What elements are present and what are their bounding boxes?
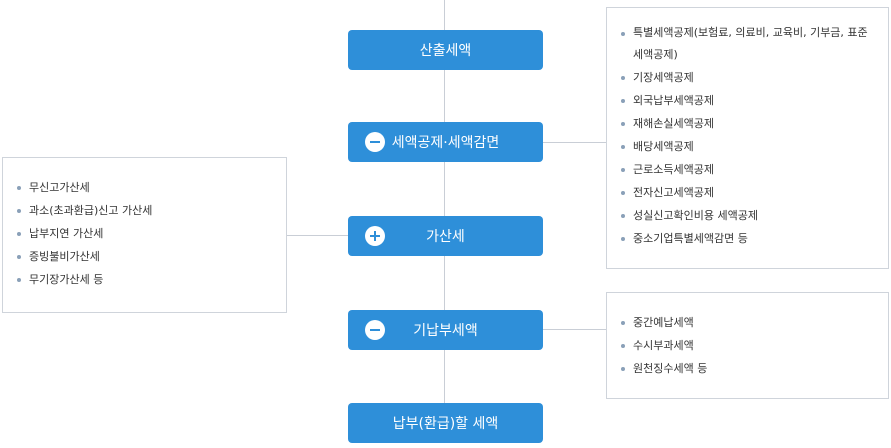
list-item: 기장세액공제: [621, 66, 876, 89]
list-item: 특별세액공제(보험료, 의료비, 교육비, 기부금, 표준세액공제): [621, 22, 876, 66]
list-item: 원천징수세액 등: [621, 357, 876, 380]
step-payable-tax-label: 납부(환급)할 세액: [392, 416, 499, 432]
list-item: 근로소득세액공제: [621, 158, 876, 181]
list-item: 과소(초과환급)신고 가산세: [17, 199, 274, 222]
step-payable-tax: 납부(환급)할 세액: [348, 403, 543, 443]
list-item: 중간예납세액: [621, 311, 876, 334]
list-item: 증빙불비가산세: [17, 245, 274, 268]
step-deduction-label: 세액공제·세액감면: [391, 135, 500, 151]
list-item: 수시부과세액: [621, 334, 876, 357]
list-item: 전자신고세액공제: [621, 181, 876, 204]
list-item: 성실신고확인비용 세액공제: [621, 204, 876, 227]
prepaid-detail-box: 중간예납세액 수시부과세액 원천징수세액 등: [606, 292, 889, 399]
connector-prepaid: [543, 329, 606, 330]
list-item: 배당세액공제: [621, 135, 876, 158]
list-item: 중소기업특별세액감면 등: [621, 227, 876, 250]
minus-circle-icon: [365, 320, 385, 340]
connector-deduction: [543, 142, 606, 143]
list-item: 외국납부세액공제: [621, 89, 876, 112]
list-item: 재해손실세액공제: [621, 112, 876, 135]
step-deduction: 세액공제·세액감면: [348, 122, 543, 162]
list-item: 납부지연 가산세: [17, 222, 274, 245]
deduction-detail-box: 특별세액공제(보험료, 의료비, 교육비, 기부금, 표준세액공제) 기장세액공…: [606, 7, 889, 269]
plus-circle-icon: [365, 226, 385, 246]
list-item: 무기장가산세 등: [17, 268, 274, 291]
minus-circle-icon: [365, 132, 385, 152]
step-prepaid-tax: 기납부세액: [348, 310, 543, 350]
list-item: 무신고가산세: [17, 176, 274, 199]
step-additional-tax-label: 가산세: [426, 229, 465, 245]
additional-tax-detail-box: 무신고가산세 과소(초과환급)신고 가산세 납부지연 가산세 증빙불비가산세 무…: [2, 157, 287, 313]
step-calculated-tax-label: 산출세액: [419, 43, 472, 59]
step-calculated-tax: 산출세액: [348, 30, 543, 70]
step-additional-tax: 가산세: [348, 216, 543, 256]
connector-additional-tax: [287, 235, 348, 236]
flow-connector-line: [444, 0, 445, 408]
step-prepaid-tax-label: 기납부세액: [413, 323, 478, 339]
